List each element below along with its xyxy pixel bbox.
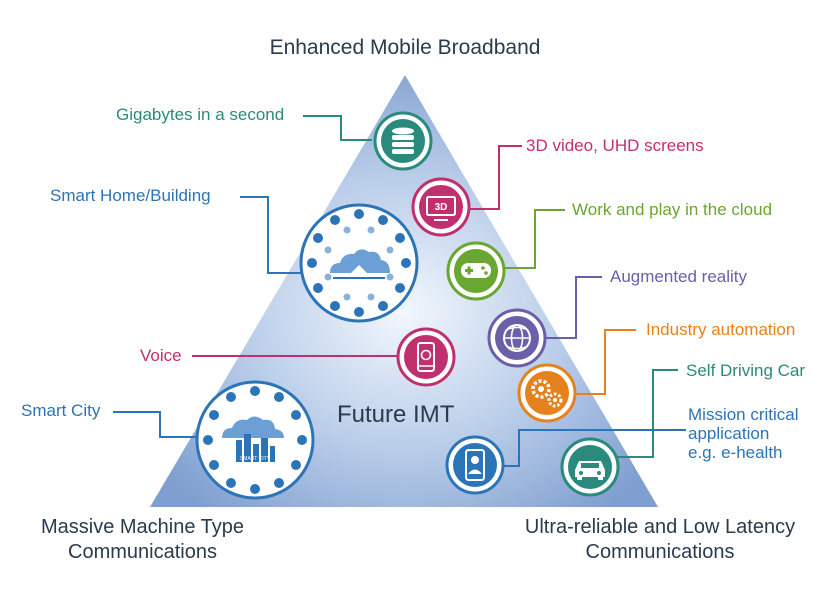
bottom-right-line-2: Communications xyxy=(585,541,735,563)
connector-3d-video xyxy=(470,145,522,210)
connector-augmented xyxy=(540,276,602,339)
smart-home-cluster-icon xyxy=(299,203,419,323)
globe-icon xyxy=(487,308,547,368)
label-mission-line-3: e.g. e-health xyxy=(688,443,783,462)
smart-city-cluster-icon: SMART CITY xyxy=(195,380,315,500)
label-3d-video: 3D video, UHD screens xyxy=(526,136,704,155)
bottom-left-line-2: Communications xyxy=(68,541,217,563)
center-label: Future IMT xyxy=(337,401,455,428)
3d-screen-icon: 3D xyxy=(411,177,471,237)
bottom-right-line-1: Ultra-reliable and Low Latency xyxy=(524,516,796,538)
gears-icon xyxy=(517,363,577,423)
label-mission-line-2: application xyxy=(688,424,770,443)
connector-self-driving xyxy=(614,369,678,458)
label-gigabytes: Gigabytes in a second xyxy=(116,105,285,124)
car-icon xyxy=(560,437,620,497)
gamepad-icon xyxy=(446,241,506,301)
top-label: Enhanced Mobile Broadband xyxy=(269,36,541,59)
bottom-right-label: Ultra-reliable and Low Latency Communica… xyxy=(500,515,820,565)
label-cloud-play: Work and play in the cloud xyxy=(572,200,773,219)
connector-mission xyxy=(499,429,686,467)
database-icon xyxy=(373,111,433,171)
label-mission-line-1: Mission critical xyxy=(688,405,799,424)
smart-city-icon-text: SMART CITY xyxy=(240,456,271,462)
doctor-phone-icon xyxy=(445,435,505,495)
connector-cloud-play xyxy=(490,209,565,269)
label-smart-city: Smart City xyxy=(21,401,101,420)
connector-industry xyxy=(574,329,636,395)
smartphone-icon xyxy=(396,327,456,387)
connector-smart-home xyxy=(240,196,302,274)
label-voice: Voice xyxy=(140,346,182,365)
label-augmented: Augmented reality xyxy=(610,267,748,286)
label-smart-home: Smart Home/Building xyxy=(50,186,211,205)
3d-icon-text: 3D xyxy=(435,202,448,213)
bottom-left-line-1: Massive Machine Type xyxy=(40,516,245,538)
label-mission: Mission critical application e.g. e-heal… xyxy=(688,405,799,462)
bottom-left-label: Massive Machine Type Communications xyxy=(10,515,275,565)
connector-smart-city xyxy=(113,411,199,438)
connector-gigabytes xyxy=(303,115,372,141)
label-industry: Industry automation xyxy=(646,320,796,339)
label-self-driving: Self Driving Car xyxy=(686,361,806,380)
